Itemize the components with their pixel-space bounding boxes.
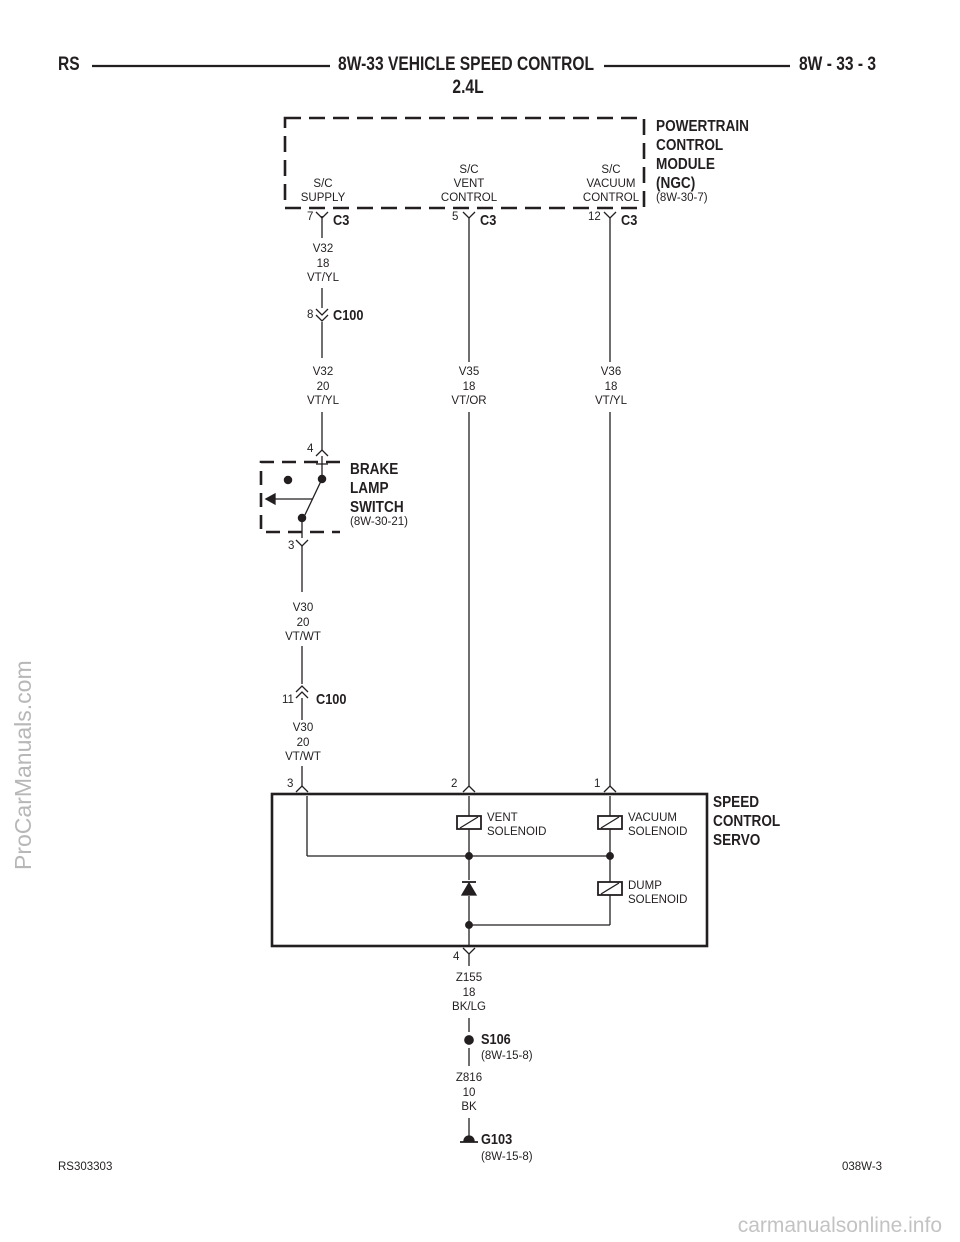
diode-symbol xyxy=(460,881,478,896)
servo-pin-3: 3 xyxy=(287,778,294,790)
pcm-name: POWERTRAIN CONTROL MODULE (NGC) xyxy=(656,118,749,192)
splice-dot xyxy=(464,1035,474,1045)
header-right: 8W - 33 - 3 xyxy=(799,54,877,75)
servo-pin-2: 2 xyxy=(451,778,458,790)
brake-switch-outline xyxy=(259,460,340,534)
brake-switch-pin-top: 4 xyxy=(307,443,314,455)
servo-outline xyxy=(270,792,709,948)
watermark-bottom: carmanualsonline.info xyxy=(737,1214,942,1237)
pcm-pin-label-vacuum: S/C VACUUM CONTROL xyxy=(582,164,640,204)
splice-ref: (8W-15-8) xyxy=(481,1050,533,1062)
c100-upper-name: C100 xyxy=(333,307,364,324)
c100-lower-pin: 11 xyxy=(282,694,294,706)
footer-left: RS303303 xyxy=(58,1161,113,1173)
header-subtitle: 2.4L xyxy=(452,77,484,98)
c100-upper-pin: 8 xyxy=(307,309,314,321)
vent-solenoid-coil xyxy=(456,815,482,830)
brake-switch-ref: (8W-30-21) xyxy=(350,516,408,528)
ground-symbol xyxy=(463,1135,475,1142)
servo-pin-4: 4 xyxy=(453,951,460,963)
pcm-connector-c3-b: C3 xyxy=(480,212,497,229)
pcm-pin-12: 12 xyxy=(588,211,601,223)
pcm-connector-c3-a: C3 xyxy=(333,212,350,229)
brake-switch-pin-bottom: 3 xyxy=(288,540,295,552)
pcm-pin-label-supply: S/C SUPPLY xyxy=(300,178,346,204)
c100-lower-name: C100 xyxy=(316,691,347,708)
c100-lower-symbol xyxy=(295,685,309,699)
c100-upper-symbol xyxy=(315,308,329,322)
pcm-connector-c3-c: C3 xyxy=(621,212,638,229)
vacuum-solenoid-coil xyxy=(597,815,623,830)
servo-pin-1: 1 xyxy=(594,778,601,790)
pcm-outline xyxy=(283,116,646,210)
dump-solenoid-coil xyxy=(597,881,623,896)
splice-name: S106 xyxy=(481,1031,511,1048)
footer-right: 038W-3 xyxy=(842,1161,883,1173)
servo-name: SPEED CONTROL SERVO xyxy=(713,794,781,849)
pcm-pin-7: 7 xyxy=(307,211,314,223)
watermark-side: ProCarManuals.com xyxy=(10,660,36,870)
pcm-pin-label-vent: S/C VENT CONTROL xyxy=(440,164,498,204)
ground-ref: (8W-15-8) xyxy=(481,1151,533,1163)
pcm-ref: (8W-30-7) xyxy=(656,192,708,204)
pcm-pin-5: 5 xyxy=(452,211,459,223)
brake-switch-name: BRAKE LAMP SWITCH xyxy=(350,461,404,516)
ground-name: G103 xyxy=(481,1131,513,1148)
header-title: 8W-33 VEHICLE SPEED CONTROL xyxy=(338,54,594,75)
header-left: RS xyxy=(58,54,80,75)
